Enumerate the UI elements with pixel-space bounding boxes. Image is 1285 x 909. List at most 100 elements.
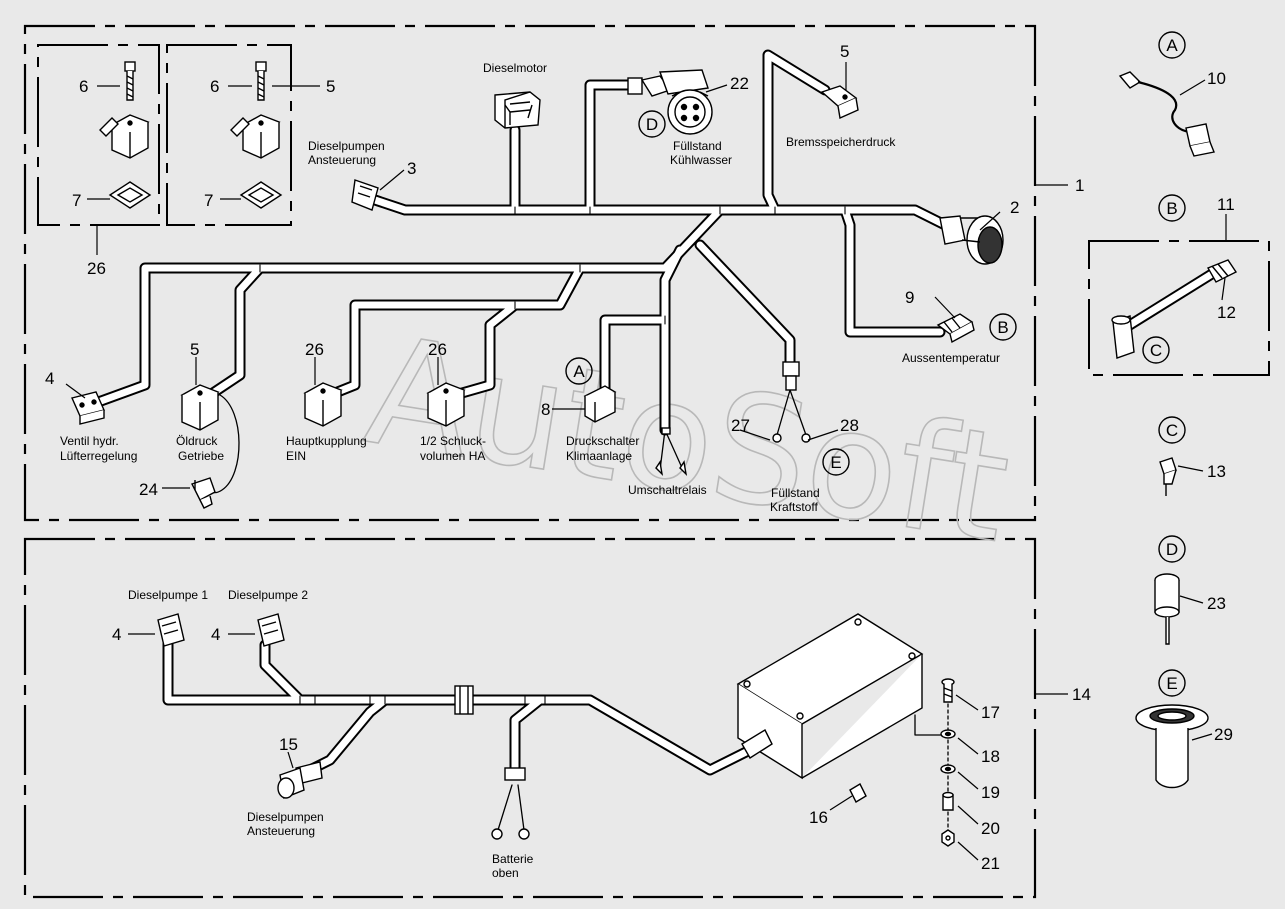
connector-fuellstand-kraftstoff (772, 361, 811, 443)
label-dp-ansteuerung-1: Dieselpumpen (308, 139, 385, 153)
bolt-6b (255, 61, 267, 101)
callout-27: 27 (731, 416, 750, 435)
label-oeldruck-2: Getriebe (178, 449, 224, 463)
callout-2: 2 (1010, 198, 1019, 217)
callout-8: 8 (541, 400, 550, 419)
label-ventil-1: Ventil hydr. (60, 434, 119, 448)
label-dieselpumpe-2: Dieselpumpe 2 (228, 588, 308, 602)
connector-8-druckschalter (583, 385, 617, 423)
harness-14-wires (162, 634, 949, 836)
fuse-16 (849, 783, 867, 803)
connector-umschaltrelais (655, 427, 688, 477)
leader-lines (65, 62, 1227, 861)
callout-5-brems: 5 (840, 42, 849, 61)
connector-bremsspeicherdruck (820, 85, 859, 120)
callout-3: 3 (407, 159, 416, 178)
connector-2 (939, 215, 1004, 265)
ref-B-detail: B (1166, 199, 1177, 218)
frame-kit-26-left (37, 44, 160, 226)
callout-6-right: 6 (210, 77, 219, 96)
callout-28: 28 (840, 416, 859, 435)
sensor-11 (1111, 259, 1238, 359)
label-umschaltrelais: Umschaltrelais (628, 483, 707, 497)
callout-1: 1 (1075, 176, 1084, 195)
washer-19 (940, 764, 956, 774)
harness-1-components (71, 69, 1004, 509)
ref-E-harness: E (830, 453, 841, 472)
grommet (454, 685, 474, 715)
connector-26-schluckvolumen (426, 382, 466, 427)
callout-14: 14 (1072, 685, 1091, 704)
label-schluck-2: volumen HA (420, 449, 485, 463)
harness-1-wires (84, 49, 951, 494)
frame-harness-14 (23, 537, 1037, 899)
label-batterie-1: Batterie (492, 852, 534, 866)
callout-18: 18 (981, 747, 1000, 766)
connector-15 (277, 761, 323, 799)
gasket-7b (239, 181, 283, 209)
callout-17: 17 (981, 703, 1000, 722)
connector-4-dieselpumpe2 (257, 613, 285, 647)
callout-5-kit: 5 (326, 77, 335, 96)
ref-B-harness: B (997, 318, 1008, 337)
callout-26-haupt: 26 (305, 340, 324, 359)
callout-20: 20 (981, 819, 1000, 838)
label-bremsspeicherdruck: Bremsspeicherdruck (786, 135, 896, 149)
washer-18 (940, 729, 956, 739)
callout-10: 10 (1207, 69, 1226, 88)
callout-21: 21 (981, 854, 1000, 873)
callout-4-ventil: 4 (45, 369, 54, 388)
screw-17 (941, 678, 955, 703)
sensor-10 (1118, 71, 1215, 157)
label-druckschalter-2: Klimaanlage (566, 449, 632, 463)
label-hauptkupplung-1: Hauptkupplung (286, 434, 367, 448)
label-oeldruck-1: Öldruck (176, 434, 218, 448)
label-fuellstand-ks-1: Füllstand (771, 486, 820, 500)
connector-batterie (491, 767, 530, 840)
callout-9: 9 (905, 288, 914, 307)
ref-C-detail: C (1166, 421, 1178, 440)
callout-22: 22 (730, 74, 749, 93)
label-druckschalter-1: Druckschalter (566, 434, 639, 448)
spacer-20 (942, 791, 954, 811)
plug-24 (191, 477, 216, 509)
label-ventil-2: Lüfterregelung (60, 449, 137, 463)
kit-26-parts (99, 61, 283, 209)
callout-4-dp1: 4 (112, 625, 121, 644)
callout-11: 11 (1217, 195, 1235, 214)
connector-3 (351, 179, 379, 211)
connector-22 (627, 69, 713, 135)
label-batterie-2: oben (492, 866, 519, 880)
ref-C-detail-inner: C (1150, 341, 1162, 360)
connector-dieselmotor (494, 91, 541, 129)
callout-26-schluck: 26 (428, 340, 447, 359)
connector-kit-a (99, 114, 150, 159)
label-aussentemperatur: Aussentemperatur (902, 351, 1000, 365)
label-fuellstand-kw-2: Kühlwasser (670, 153, 732, 167)
callout-numbers: 1 2 3 5 22 9 4 5 26 26 8 27 28 24 6 6 5 … (45, 42, 1236, 873)
callout-16: 16 (809, 808, 828, 827)
callout-15: 15 (279, 735, 298, 754)
label-schluck-1: 1/2 Schluck- (420, 434, 486, 448)
callout-19: 19 (981, 783, 1000, 802)
reference-circles (565, 31, 1186, 697)
connector-4-dieselpumpe1 (157, 613, 185, 647)
label-dieselmotor: Dieselmotor (483, 61, 547, 75)
callout-29: 29 (1214, 725, 1233, 744)
label-dieselpumpe-1: Dieselpumpe 1 (128, 588, 208, 602)
ref-A-detail: A (1166, 36, 1178, 55)
control-box (736, 613, 924, 780)
ref-E-detail: E (1166, 674, 1177, 693)
sensor-29 (1135, 704, 1209, 789)
label-hauptkupplung-2: EIN (286, 449, 306, 463)
detail-parts (1111, 71, 1238, 789)
reference-letters: D B A E A B C C D E (573, 36, 1178, 693)
callout-7-left: 7 (72, 191, 81, 210)
connector-9 (936, 313, 975, 344)
label-fuellstand-kw-1: Füllstand (673, 139, 722, 153)
ref-A-harness: A (573, 362, 585, 381)
label-fuellstand-ks-2: Kraftstoff (770, 500, 818, 514)
callout-5-oeldruck: 5 (190, 340, 199, 359)
callout-26-kit: 26 (87, 259, 106, 278)
frame-harness-1 (23, 24, 1037, 522)
